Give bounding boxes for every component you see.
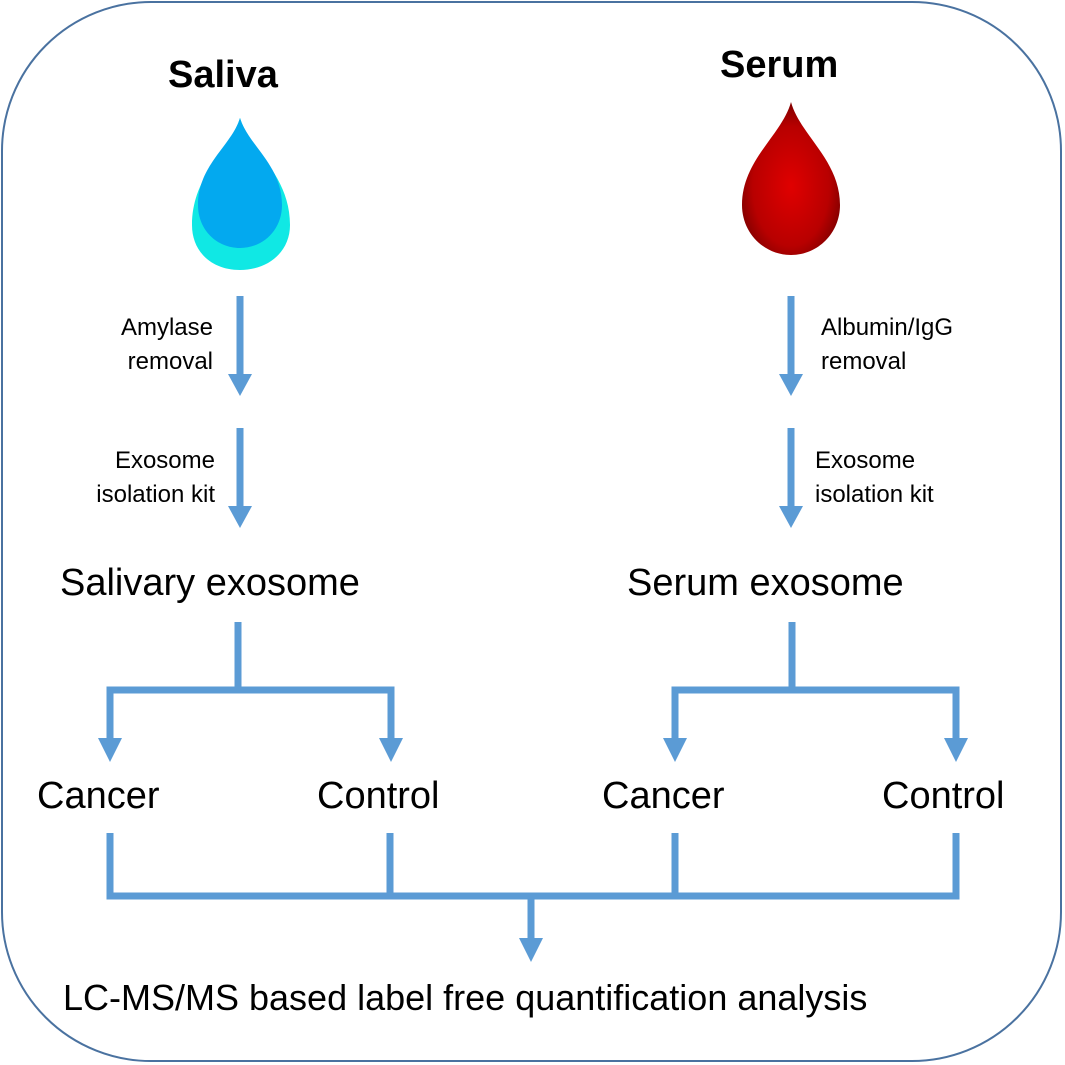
arrowhead-serum-step1 <box>779 374 803 396</box>
serum-step2-line2: isolation kit <box>815 481 934 508</box>
saliva-step2-label: Exosome isolation kit <box>96 444 215 512</box>
blood-drop-icon <box>742 102 840 255</box>
serum-step1-label: Albumin/IgG removal <box>821 311 953 379</box>
saliva-control-label: Control <box>317 775 440 817</box>
arrowhead-serum-cancer <box>663 738 687 762</box>
serum-step1-line2: removal <box>821 348 907 375</box>
salivary-exosome-label: Salivary exosome <box>60 562 360 604</box>
serum-branch-bar <box>671 686 960 740</box>
saliva-step2-line2: isolation kit <box>96 481 215 508</box>
serum-step2-line1: Exosome <box>815 447 916 474</box>
saliva-step2-line1: Exosome <box>114 447 215 474</box>
serum-exosome-label: Serum exosome <box>627 562 904 604</box>
serum-step2-label: Exosome isolation kit <box>815 444 934 512</box>
saliva-cancer-label: Cancer <box>37 775 160 817</box>
arrowhead-serum-step2 <box>779 506 803 528</box>
arrowhead-analysis <box>519 938 543 962</box>
saliva-step1-label: Amylase removal <box>121 311 213 379</box>
analysis-label: LC-MS/MS based label free quantification… <box>63 977 868 1018</box>
serum-control-label: Control <box>882 775 1005 817</box>
serum-title: Serum <box>720 44 839 86</box>
merge-connector <box>106 833 960 900</box>
serum-cancer-label: Cancer <box>602 775 725 817</box>
arrowhead-saliva-cancer <box>98 738 122 762</box>
saliva-step1-line1: Amylase <box>120 314 213 341</box>
serum-step1-line1: Albumin/IgG <box>821 314 954 341</box>
arrowhead-saliva-step2 <box>228 506 252 528</box>
arrowhead-serum-control <box>944 738 968 762</box>
saliva-step1-line2: removal <box>127 348 213 375</box>
arrowhead-saliva-step1 <box>228 374 252 396</box>
saliva-drop-icon <box>192 118 290 270</box>
arrowhead-saliva-control <box>379 738 403 762</box>
saliva-branch-bar <box>106 686 395 740</box>
saliva-title: Saliva <box>168 54 278 96</box>
